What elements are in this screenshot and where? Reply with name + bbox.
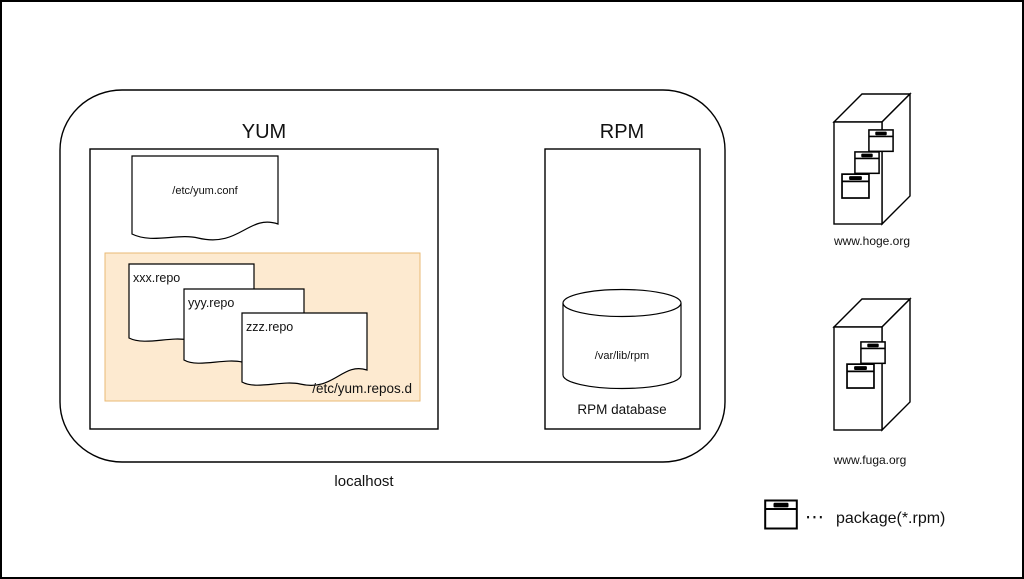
package-icon bbox=[764, 499, 798, 530]
localhost-container bbox=[59, 89, 726, 463]
package-icon bbox=[846, 363, 875, 389]
localhost-label: localhost bbox=[334, 473, 394, 490]
package-icon bbox=[841, 173, 870, 199]
rpm-db-label: RPM database bbox=[577, 402, 666, 417]
legend-dots: ⋯ bbox=[805, 507, 824, 528]
package-icon bbox=[868, 129, 894, 153]
package-icon bbox=[860, 341, 886, 365]
repos-dir-label: /etc/yum.repos.d bbox=[312, 381, 412, 396]
server-hoge-label: www.hoge.org bbox=[833, 234, 910, 248]
legend-label: package(*.rpm) bbox=[836, 510, 945, 527]
server-fuga bbox=[832, 297, 912, 432]
rpm-db-path: /var/lib/rpm bbox=[595, 350, 649, 362]
yum-conf-label: /etc/yum.conf bbox=[172, 185, 238, 197]
repo-doc-zzz bbox=[241, 312, 368, 386]
rpm-box bbox=[544, 148, 701, 430]
rpm-title: RPM bbox=[600, 121, 644, 143]
package-icon bbox=[854, 151, 880, 175]
cylinder-top bbox=[562, 288, 682, 318]
server-hoge bbox=[832, 92, 912, 226]
rpm-database-cylinder bbox=[562, 288, 682, 390]
server-fuga-label: www.fuga.org bbox=[833, 453, 907, 467]
yum-box bbox=[89, 148, 439, 430]
yum-conf-document bbox=[131, 155, 279, 241]
legend: ⋯ package(*.rpm) bbox=[764, 499, 945, 530]
repo-label-zzz: zzz.repo bbox=[246, 320, 293, 334]
repo-label-xxx: xxx.repo bbox=[133, 271, 180, 285]
repo-label-yyy: yyy.repo bbox=[188, 296, 234, 310]
yum-title: YUM bbox=[242, 121, 286, 143]
